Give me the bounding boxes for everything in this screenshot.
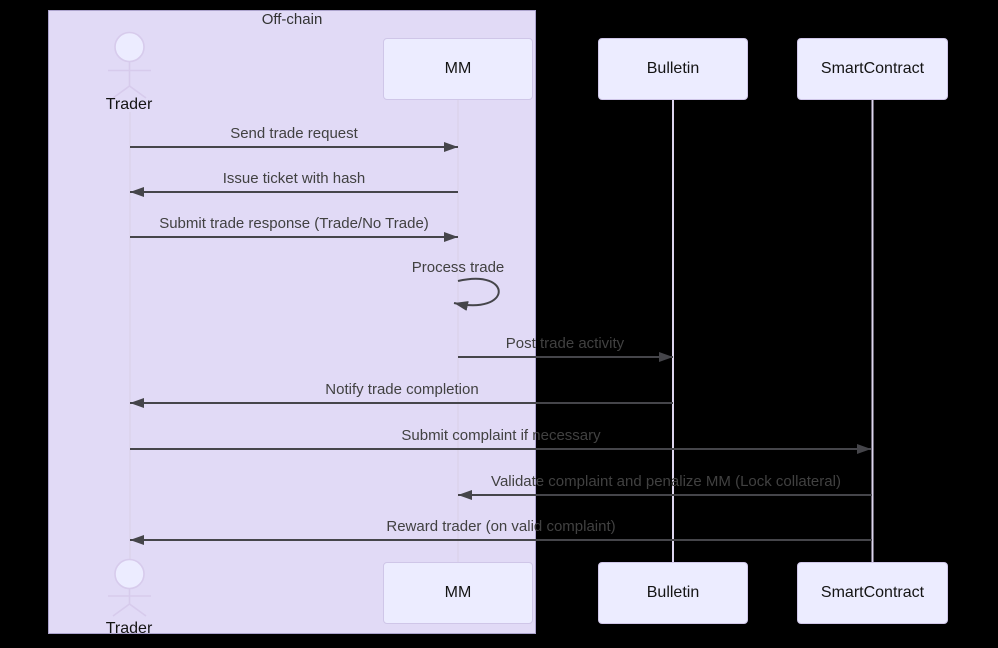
message-label-send-trade-request: Send trade request [230,125,358,142]
participant-box-smartcontract-top: SmartContract [797,38,948,100]
trader-actor-figure-bottom [108,558,151,617]
participant-box-bulletin-top: Bulletin [598,38,748,100]
arrow-process-trade-selfloop [453,277,500,311]
message-label-issue-ticket: Issue ticket with hash [222,170,366,187]
actor-label-trader-bottom: Trader [105,620,153,637]
off-chain-group-label: Off-chain [261,11,323,28]
actor-label-trader-top: Trader [105,96,153,113]
message-label-reward-trader: Reward trader (on valid complaint) [386,518,616,535]
message-label-process-trade: Process trade [411,259,505,276]
trader-actor-figure-top [108,31,151,99]
participant-label-bulletin-top: Bulletin [646,60,700,77]
message-label-notify-trade-completion: Notify trade completion [325,381,479,398]
participant-label-smartcontract-top: SmartContract [820,60,925,77]
participant-box-smartcontract-bottom: SmartContract [797,562,948,624]
message-label-validate-complaint: Validate complaint and penalize MM (Lock… [491,473,841,490]
participant-box-mm-bottom: MM [383,562,533,624]
participant-box-bulletin-bottom: Bulletin [598,562,748,624]
message-label-post-trade-activity: Post trade activity [505,335,625,352]
message-label-submit-complaint: Submit complaint if necessary [401,427,601,444]
participant-label-smartcontract-bottom: SmartContract [820,584,925,601]
participant-label-bulletin-bottom: Bulletin [646,584,700,601]
participant-box-mm-top: MM [383,38,533,100]
participant-label-mm-bottom: MM [444,584,472,601]
message-label-submit-trade-response: Submit trade response (Trade/No Trade) [159,215,429,232]
participant-label-mm-top: MM [444,60,472,77]
